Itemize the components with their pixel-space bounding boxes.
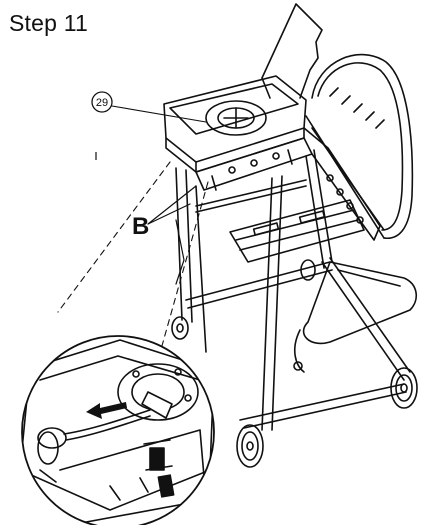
detail-view-circle bbox=[21, 335, 215, 525]
bracket-leaders bbox=[147, 185, 197, 285]
side-shelf bbox=[163, 75, 307, 173]
lid-panel bbox=[261, 3, 323, 99]
tank-tray bbox=[293, 261, 417, 373]
wheel-front-large bbox=[236, 424, 264, 468]
wheel-rear bbox=[300, 259, 316, 281]
firebox-side bbox=[303, 127, 381, 241]
bracket-label: B bbox=[132, 213, 149, 240]
wheel-left-front bbox=[171, 316, 189, 340]
part-29-leader bbox=[111, 105, 207, 123]
left-arrow-icon bbox=[86, 402, 127, 419]
wheel-right-large bbox=[390, 367, 418, 409]
cart-frame bbox=[175, 149, 411, 431]
step-title: Step 11 bbox=[9, 10, 88, 36]
part-number-label: 29 bbox=[96, 97, 108, 109]
circle-callout-icon: 29 bbox=[91, 91, 113, 113]
detail-leader bbox=[57, 161, 209, 361]
